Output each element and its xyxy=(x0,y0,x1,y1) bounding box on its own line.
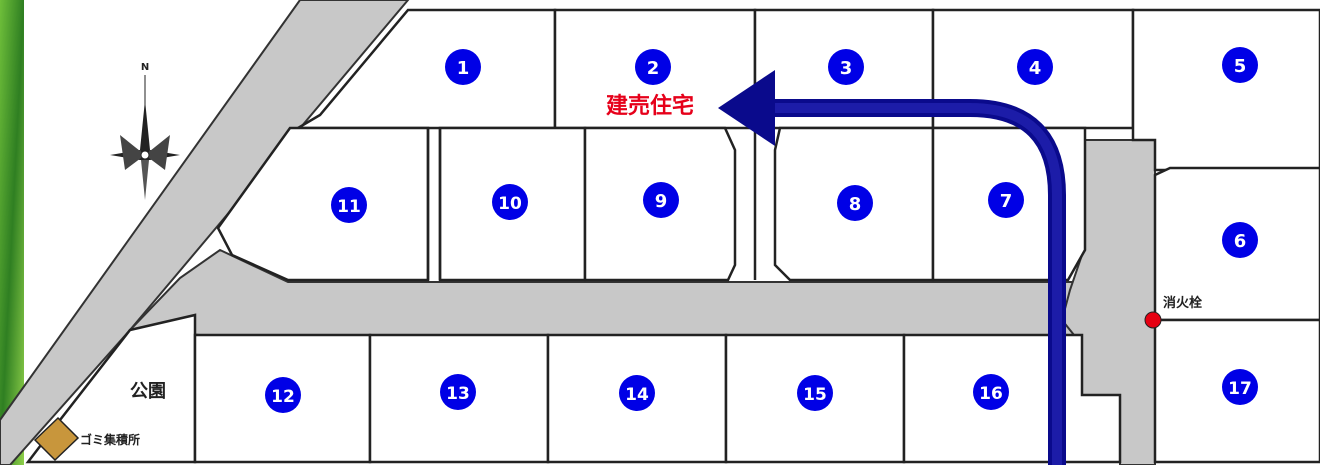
lot-marker-12[interactable]: 12 xyxy=(265,377,301,413)
lot-marker-16[interactable]: 16 xyxy=(973,374,1009,410)
svg-text:8: 8 xyxy=(849,194,862,215)
compass-icon: N xyxy=(110,62,180,200)
lot-marker-8[interactable]: 8 xyxy=(837,185,873,221)
diagonal-road xyxy=(0,0,410,465)
park-shape xyxy=(25,313,197,464)
lot-marker-14[interactable]: 14 xyxy=(619,375,655,411)
lot-marker-17[interactable]: 17 xyxy=(1222,369,1258,405)
svg-text:11: 11 xyxy=(337,197,361,217)
lot-marker-4[interactable]: 4 xyxy=(1017,49,1053,85)
svg-text:5: 5 xyxy=(1234,56,1247,77)
lot-marker-13[interactable]: 13 xyxy=(440,374,476,410)
svg-text:2: 2 xyxy=(647,58,660,79)
lot-marker-5[interactable]: 5 xyxy=(1222,47,1258,83)
lot-marker-15[interactable]: 15 xyxy=(797,375,833,411)
lot-markers: 1 2 3 4 5 6 7 8 9 10 11 12 13 14 15 16 1… xyxy=(265,47,1258,413)
house-for-sale-label: 建売住宅 xyxy=(606,93,694,119)
green-background xyxy=(0,0,24,465)
svg-text:16: 16 xyxy=(979,384,1003,404)
garbage-station-icon xyxy=(33,416,80,462)
svg-text:1: 1 xyxy=(457,58,470,79)
svg-text:9: 9 xyxy=(655,191,668,212)
lot-marker-3[interactable]: 3 xyxy=(828,49,864,85)
lot-marker-11[interactable]: 11 xyxy=(331,187,367,223)
fire-hydrant-label: 消火栓 xyxy=(1163,295,1202,311)
lot-5-shape xyxy=(1131,8,1320,172)
lot-marker-6[interactable]: 6 xyxy=(1222,222,1258,258)
svg-text:3: 3 xyxy=(840,58,853,79)
arrow-head-icon xyxy=(718,70,775,146)
lot-marker-9[interactable]: 9 xyxy=(643,182,679,218)
lot-marker-2[interactable]: 2 xyxy=(635,49,671,85)
svg-text:10: 10 xyxy=(498,194,522,214)
svg-text:14: 14 xyxy=(625,385,649,405)
svg-text:17: 17 xyxy=(1228,379,1252,399)
fire-hydrant-icon xyxy=(1144,311,1162,329)
lot-marker-10[interactable]: 10 xyxy=(492,184,528,220)
compass-north-label: N xyxy=(141,62,149,73)
svg-text:13: 13 xyxy=(446,384,470,404)
svg-text:4: 4 xyxy=(1029,58,1042,79)
park-label: 公園 xyxy=(130,381,166,402)
lot-marker-1[interactable]: 1 xyxy=(445,49,481,85)
svg-text:15: 15 xyxy=(803,385,827,405)
route-arrow xyxy=(718,70,1066,465)
garbage-station-label: ゴミ集積所 xyxy=(80,432,140,447)
svg-text:12: 12 xyxy=(271,387,295,407)
svg-text:6: 6 xyxy=(1234,231,1247,252)
svg-text:7: 7 xyxy=(1000,191,1013,212)
lot-marker-7[interactable]: 7 xyxy=(988,182,1024,218)
